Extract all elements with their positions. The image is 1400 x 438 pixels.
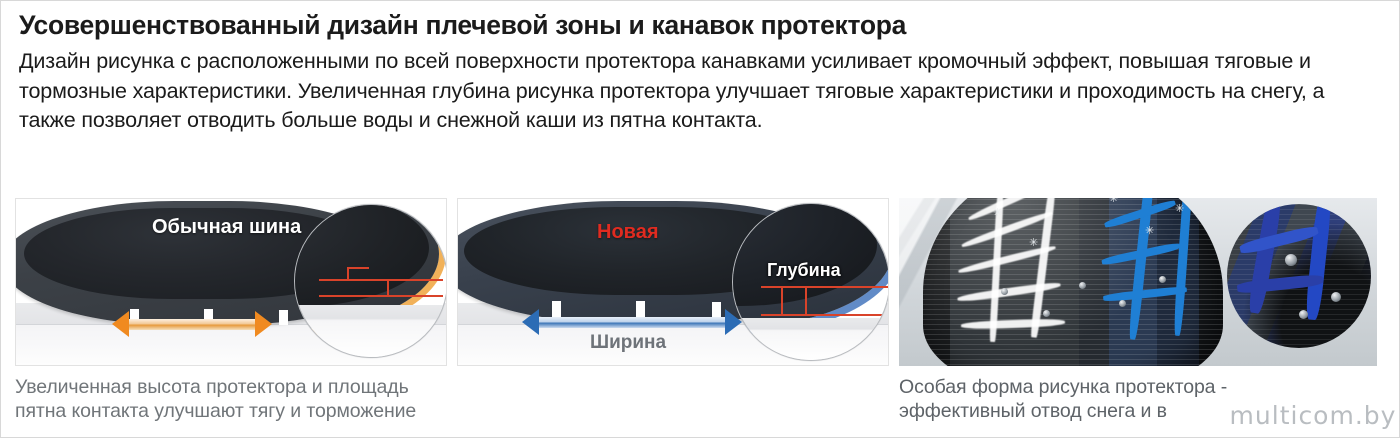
depth-label: Глубина [767, 260, 841, 280]
tread-groove [552, 301, 561, 323]
metal-stud-zoom [1299, 310, 1308, 319]
road-surface-zoom [295, 305, 446, 357]
contact-width-arrow [112, 311, 272, 337]
panel-new-tire: Новая Ширина Глубина [457, 198, 889, 436]
metal-stud-zoom [1285, 254, 1297, 266]
tire-type-label: Новая [597, 221, 659, 243]
tread-groove [204, 309, 213, 325]
stud-hole-icon: ✳ [993, 207, 1003, 219]
magnifier-lens-ordinary [294, 204, 446, 358]
depth-marker-vertical [387, 279, 389, 296]
metal-stud-zoom [1331, 292, 1341, 302]
panel-tread-photo: ✳ ✳ ✳ ✳ ✳ [899, 198, 1377, 436]
width-label: Ширина [590, 332, 667, 353]
metal-stud [1043, 310, 1050, 317]
caption-left: Увеличенная высота протектора и площадь … [15, 376, 417, 423]
tread-rib-texture [923, 198, 1223, 366]
road-surface-zoom [733, 318, 888, 360]
tire-tread-closeup: ✳ ✳ ✳ ✳ ✳ [923, 198, 1223, 366]
metal-stud [1159, 276, 1166, 283]
magnifier-content: Глубина [733, 204, 888, 360]
panels-row: Обычная шина [15, 198, 1387, 436]
stud-hole-icon: ✳ [1109, 198, 1119, 205]
tire-photo: ✳ ✳ ✳ ✳ ✳ [899, 198, 1377, 366]
diagram-ordinary-tire: Обычная шина [15, 198, 447, 366]
stud-hole-icon: ✳ [1175, 203, 1185, 215]
caption-right-line-1: Особая форма рисунка протектора - [899, 376, 1228, 398]
arrow-head-right-icon [255, 311, 272, 337]
caption-right-line-2: эффективный отвод снега и в [899, 400, 1167, 423]
depth-marker-top [761, 286, 888, 288]
depth-marker-top [319, 279, 443, 281]
stud-hole-icon: ✳ [1029, 237, 1039, 249]
arrow-head-left-icon [112, 311, 129, 337]
magnifier-content [295, 205, 446, 357]
tread-groove [636, 301, 645, 323]
arrow-bar [539, 316, 725, 328]
diagram-new-tire: Новая Ширина Глубина [457, 198, 889, 366]
page-description: Дизайн рисунка с расположенными по всей … [19, 48, 1325, 133]
tread-groove [712, 302, 721, 323]
depth-marker-bottom [761, 314, 888, 316]
panel-ordinary-tire: Обычная шина [15, 198, 447, 436]
tire-type-label: Обычная шина [152, 216, 302, 238]
depth-marker-vertical [781, 286, 783, 315]
caption-right: Особая форма рисунка протектора - эффект… [899, 375, 1377, 423]
depth-marker-bottom [319, 295, 443, 297]
tread-groove [279, 310, 288, 325]
arrow-bar [129, 318, 255, 330]
metal-stud [1001, 288, 1008, 295]
groove-floor [347, 267, 369, 269]
magnifier-lens-new: Глубина [732, 203, 888, 361]
groove-wall-right [805, 286, 807, 315]
metal-stud [1119, 300, 1126, 307]
arrow-head-left-icon [522, 309, 539, 335]
page-title: Усовершенствованный дизайн плечевой зоны… [19, 10, 907, 40]
stud-hole-icon: ✳ [1145, 225, 1155, 237]
intro-text-block: Усовершенствованный дизайн плечевой зоны… [19, 10, 1384, 136]
metal-stud [1079, 282, 1086, 289]
magnifier-lens-photo [1227, 204, 1371, 348]
groove-wall-left [347, 267, 349, 281]
tread-groove [130, 309, 139, 325]
